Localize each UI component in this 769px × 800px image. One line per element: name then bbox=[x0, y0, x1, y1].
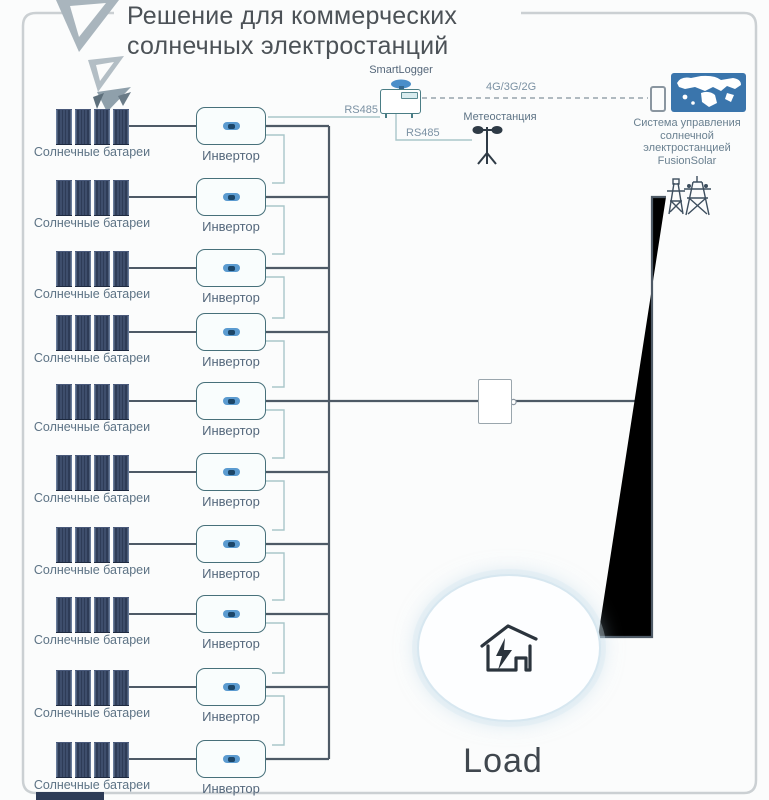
inverter-indicator-icon bbox=[222, 755, 240, 763]
load-label: Load bbox=[463, 742, 543, 780]
inverter-box bbox=[196, 313, 266, 351]
solar-panel-icon bbox=[56, 251, 129, 287]
inverter-indicator-icon bbox=[222, 328, 240, 336]
inverter-indicator-icon bbox=[222, 122, 240, 130]
inverter-indicator-icon bbox=[222, 610, 240, 618]
inverter-indicator-icon bbox=[222, 397, 240, 405]
solar-panel-icon bbox=[56, 455, 129, 491]
world-map-icon bbox=[671, 73, 746, 112]
inverter-indicator-icon bbox=[222, 468, 240, 476]
inverter-indicator-icon bbox=[222, 683, 240, 691]
solar-panel-icon bbox=[56, 180, 129, 216]
solar-panel-label: Солнечные батареи bbox=[33, 145, 151, 159]
inverter-label: Инвертор bbox=[202, 290, 260, 305]
smartlogger-screen bbox=[401, 92, 418, 99]
inverter-label: Инвертор bbox=[202, 709, 260, 724]
inverter-box bbox=[196, 595, 266, 633]
inverter-indicator-icon bbox=[222, 540, 240, 548]
inverter-box bbox=[196, 525, 266, 563]
solar-panel-label: Солнечные батареи bbox=[33, 706, 151, 720]
inverter-box bbox=[196, 107, 266, 145]
logo-icon bbox=[56, 0, 131, 112]
inverter-label: Инвертор bbox=[202, 494, 260, 509]
house-lightning-icon bbox=[480, 624, 538, 672]
frame-border bbox=[21, 11, 758, 795]
inverter-label: Инвертор bbox=[202, 219, 260, 234]
inverter-label: Инвертор bbox=[202, 354, 260, 369]
management-line: FusionSolar bbox=[657, 154, 717, 167]
solar-panel-icon bbox=[56, 597, 129, 633]
solar-panel-partial-icon bbox=[36, 792, 104, 800]
solar-panel-icon bbox=[56, 109, 129, 145]
rs485-wires bbox=[266, 114, 472, 746]
solar-panel-icon bbox=[56, 670, 129, 706]
management-system-label: Система управления солнечной электростан… bbox=[605, 117, 769, 167]
solar-panel-icon bbox=[56, 742, 129, 778]
inverter-label: Инвертор bbox=[202, 566, 260, 581]
grid-feeder-line bbox=[598, 195, 666, 639]
world-map-art bbox=[677, 75, 741, 107]
weather-station-label: Метеостанция bbox=[463, 111, 537, 123]
ac-wires bbox=[266, 124, 666, 761]
smartlogger-box bbox=[380, 89, 421, 114]
solar-panel-label: Солнечные батареи bbox=[33, 216, 151, 230]
transformer-box bbox=[478, 379, 512, 424]
management-line: Система управления bbox=[633, 117, 741, 129]
anemometer-tripod-icon bbox=[472, 126, 503, 165]
inverter-box bbox=[196, 178, 266, 216]
inverter-box bbox=[196, 668, 266, 706]
mobile-phone-icon bbox=[650, 86, 666, 112]
antenna-dome-icon bbox=[385, 79, 413, 118]
solar-panel-label: Солнечные батареи bbox=[33, 287, 151, 301]
solar-panel-icon bbox=[56, 527, 129, 563]
inverter-box bbox=[196, 740, 266, 778]
solar-panel-label: Солнечные батареи bbox=[33, 778, 151, 792]
rs485-label-left: RS485 bbox=[344, 104, 378, 116]
solar-panel-label: Солнечные батареи bbox=[33, 563, 151, 577]
solar-panel-label: Солнечные батареи bbox=[33, 633, 151, 647]
dc-wires bbox=[128, 125, 196, 760]
inverter-box bbox=[196, 453, 266, 491]
solar-panel-label: Солнечные батареи bbox=[33, 351, 151, 365]
power-towers-icon bbox=[667, 176, 711, 216]
inverter-label: Инвертор bbox=[202, 636, 260, 651]
cellular-network-label: 4G/3G/2G bbox=[486, 81, 537, 93]
inverter-indicator-icon bbox=[222, 264, 240, 272]
inverter-label: Инвертор bbox=[202, 148, 260, 163]
management-line: электростанцией bbox=[643, 142, 731, 154]
inverter-indicator-icon bbox=[222, 193, 240, 201]
smartlogger-label: SmartLogger bbox=[369, 64, 433, 76]
rs485-label-bottom: RS485 bbox=[406, 127, 440, 139]
inverter-box bbox=[196, 382, 266, 420]
title-line-1: Решение для коммерческих bbox=[127, 2, 458, 30]
inverter-label: Инвертор bbox=[202, 781, 260, 796]
solar-panel-label: Солнечные батареи bbox=[33, 420, 151, 434]
solar-panel-icon bbox=[56, 315, 129, 351]
management-line: солнечной bbox=[660, 129, 714, 142]
inverter-box bbox=[196, 249, 266, 287]
inverter-label: Инвертор bbox=[202, 423, 260, 438]
title-line-2: солнечных электростанций bbox=[127, 32, 449, 60]
solar-panel-icon bbox=[56, 384, 129, 420]
load-circle bbox=[417, 574, 601, 722]
solar-panel-label: Солнечные батареи bbox=[33, 491, 151, 505]
page-title: Решение для коммерческих солнечных элект… bbox=[127, 1, 457, 61]
